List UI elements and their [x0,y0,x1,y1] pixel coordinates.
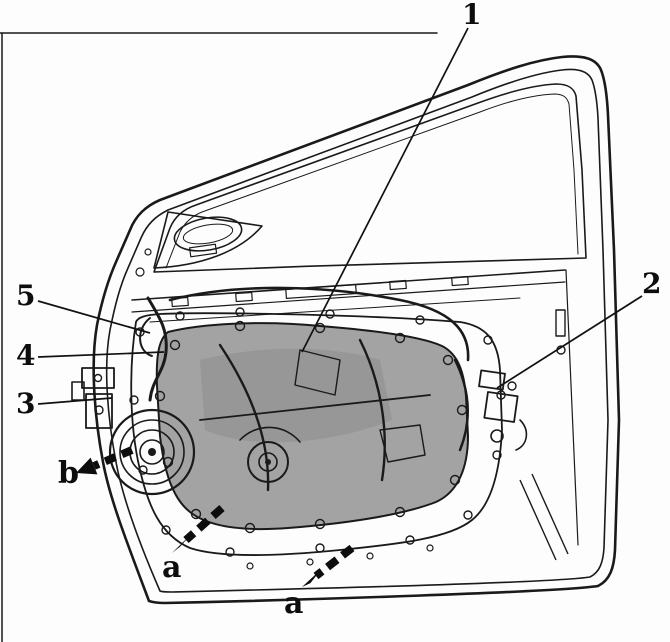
panel-bolts [129,307,506,557]
callout-a-left: a [162,550,181,585]
speaker [108,408,196,496]
leader-2 [496,295,643,389]
leader-1 [301,27,469,353]
door-lock [478,309,566,451]
arrow-a-bottom [302,544,355,587]
figure-border [0,32,438,642]
bottom-details [246,473,569,570]
leader-5 [37,300,151,334]
window-frame [153,83,587,546]
leader-4 [37,351,165,358]
callout-labels: 1 2 3 4 5 a a b [16,0,661,621]
direction-arrows [76,446,355,587]
leader-3 [37,397,113,405]
callout-1: 1 [462,0,481,31]
callout-4: 4 [16,339,35,372]
callout-a-bottom: a [284,586,303,621]
carrier-plate [154,320,470,534]
callout-5: 5 [16,279,35,312]
callout-b: b [58,456,79,491]
arrow-b [76,446,134,475]
callout-3: 3 [16,387,35,420]
arrow-a-left [172,505,225,553]
mirror-mount [153,211,263,269]
wiring-harness [139,286,470,452]
leader-lines [37,27,643,405]
door-outer-outline [92,55,621,605]
callout-2: 2 [642,267,661,300]
